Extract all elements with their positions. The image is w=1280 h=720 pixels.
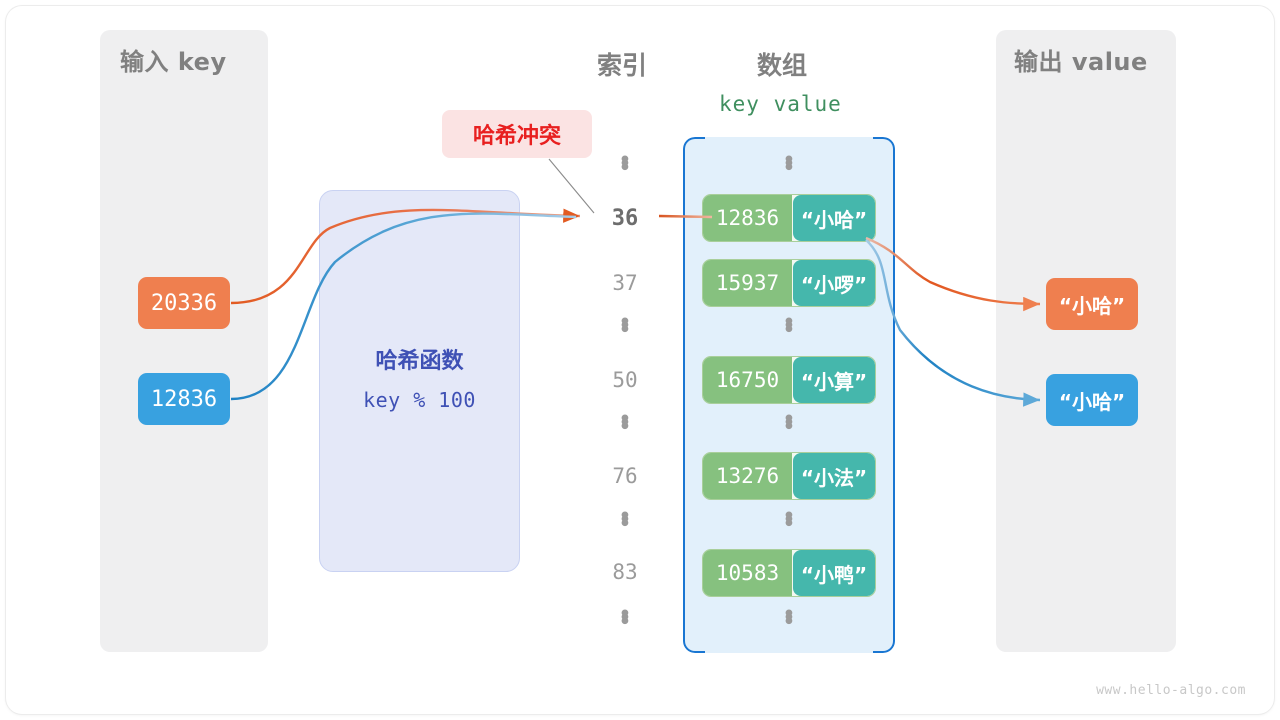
hash-function-name: 哈希函数 bbox=[375, 349, 464, 374]
bucket-value-50: “小算” bbox=[793, 357, 875, 403]
index-ellipsis-0: ••• bbox=[618, 149, 632, 179]
input-key-20336: 20336 bbox=[138, 277, 230, 329]
bucket-key-83: 10583 bbox=[703, 550, 792, 596]
array-column-heading: 数组 bbox=[757, 51, 808, 80]
index-ellipsis-4: ••• bbox=[618, 603, 632, 633]
index-column-heading: 索引 bbox=[597, 51, 648, 80]
key-value-heading: key value bbox=[719, 92, 842, 116]
index-ellipsis-1: ••• bbox=[618, 311, 632, 341]
input-panel-title: 输入 key bbox=[120, 48, 227, 76]
index-label-83: 83 bbox=[612, 560, 638, 584]
array-ellipsis-4: ••• bbox=[782, 603, 796, 633]
input-panel bbox=[100, 30, 268, 652]
index-label-76: 76 bbox=[612, 464, 638, 488]
bucket-value-36: “小哈” bbox=[793, 195, 875, 241]
input-key-12836: 12836 bbox=[138, 373, 230, 425]
output-panel-title: 输出 value bbox=[1014, 48, 1148, 76]
bucket-key-50: 16750 bbox=[703, 357, 792, 403]
index-ellipsis-3: ••• bbox=[618, 505, 632, 535]
bucket-row-37: 15937 “小啰” bbox=[702, 259, 876, 307]
bucket-key-37: 15937 bbox=[703, 260, 792, 306]
bucket-key-76: 13276 bbox=[703, 453, 792, 499]
watermark: www.hello-algo.com bbox=[1096, 683, 1246, 698]
index-ellipsis-2: ••• bbox=[618, 408, 632, 438]
array-ellipsis-1: ••• bbox=[782, 311, 796, 341]
bucket-value-37: “小啰” bbox=[793, 260, 875, 306]
output-value-blue: “小哈” bbox=[1046, 374, 1138, 426]
bucket-value-76: “小法” bbox=[793, 453, 875, 499]
array-bracket-right bbox=[873, 137, 895, 653]
index-label-36: 36 bbox=[611, 206, 639, 231]
bucket-row-83: 10583 “小鸭” bbox=[702, 549, 876, 597]
output-value-orange: “小哈” bbox=[1046, 278, 1138, 330]
index-label-50: 50 bbox=[612, 368, 638, 392]
array-ellipsis-0: ••• bbox=[782, 149, 796, 179]
bucket-row-76: 13276 “小法” bbox=[702, 452, 876, 500]
hash-collision-label: 哈希冲突 bbox=[442, 110, 592, 158]
array-ellipsis-3: ••• bbox=[782, 505, 796, 535]
output-panel bbox=[996, 30, 1176, 652]
array-bracket-left bbox=[683, 137, 705, 653]
index-label-37: 37 bbox=[612, 271, 638, 295]
bucket-row-36: 12836 “小哈” bbox=[702, 194, 876, 242]
hash-function-box: 哈希函数 key % 100 bbox=[319, 190, 520, 572]
array-ellipsis-2: ••• bbox=[782, 408, 796, 438]
bucket-row-50: 16750 “小算” bbox=[702, 356, 876, 404]
hash-function-formula: key % 100 bbox=[363, 388, 476, 412]
bucket-value-83: “小鸭” bbox=[793, 550, 875, 596]
bucket-key-36: 12836 bbox=[703, 195, 792, 241]
